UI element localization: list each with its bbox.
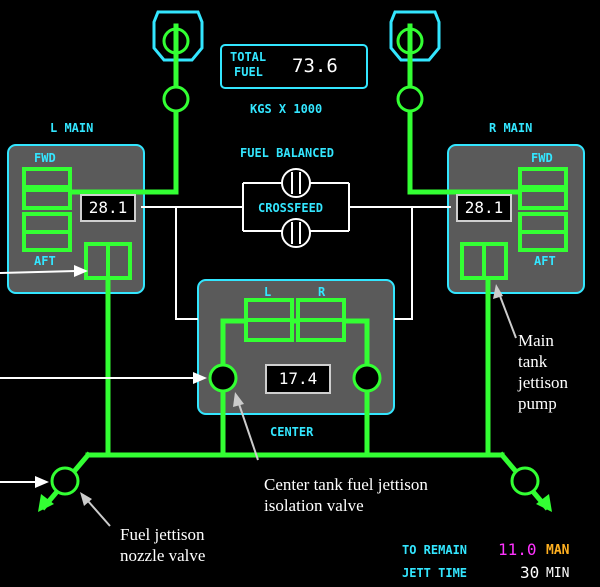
jett-time-unit: MIN — [546, 566, 570, 581]
units-label: KGS X 1000 — [250, 102, 323, 116]
crossfeed-valve-lower-icon[interactable] — [281, 218, 311, 248]
left-fwd-pump-2[interactable] — [22, 188, 72, 210]
jett-time-label: JETT TIME — [402, 566, 468, 580]
annotation-pointers — [0, 265, 517, 527]
left-aft-pump-2[interactable] — [22, 230, 72, 252]
crossfeed-label: CROSSFEED — [258, 201, 324, 215]
center-quantity: 17.4 — [265, 364, 331, 394]
right-nozzle-valve-icon[interactable] — [510, 466, 540, 496]
center-valve-annotation: Center tank fuel jettison isolation valv… — [264, 475, 428, 515]
right-engine-icon — [389, 10, 441, 62]
center-left-isolation-valve-icon[interactable] — [208, 363, 238, 393]
right-fwd-pump-2[interactable] — [518, 188, 568, 210]
crossfeed-label-bg — [250, 198, 342, 218]
left-engine-valve-upper-icon[interactable] — [162, 27, 190, 55]
fuel-status-label: FUEL BALANCED — [240, 146, 334, 160]
right-aft-pump-1[interactable] — [518, 212, 568, 234]
right-fwd-pump-1[interactable] — [518, 167, 568, 189]
left-fwd-label: FWD — [34, 151, 56, 165]
main-pump-annotation: Main tank jettison pump — [518, 331, 569, 413]
nozzle-valve-annotation: Fuel jettison nozzle valve — [120, 525, 206, 565]
center-title: CENTER — [270, 425, 314, 439]
right-engine-valve-upper-icon[interactable] — [396, 27, 424, 55]
right-aft-pump-2[interactable] — [518, 230, 568, 252]
to-remain-value: 11.0 — [498, 540, 537, 559]
left-main-title: L MAIN — [50, 121, 94, 135]
right-fwd-label: FWD — [531, 151, 553, 165]
left-fwd-pump-1[interactable] — [22, 167, 72, 189]
total-fuel-box — [220, 44, 368, 89]
left-nozzle-valve-icon[interactable] — [50, 466, 80, 496]
jett-time-value: 30 — [520, 563, 540, 582]
left-main-jettison-pump[interactable] — [84, 242, 132, 280]
right-main-quantity: 28.1 — [456, 194, 512, 222]
left-engine-valve-lower-icon[interactable] — [162, 85, 190, 113]
right-engine-valve-lower-icon[interactable] — [396, 85, 424, 113]
total-fuel-label-2: FUEL — [234, 65, 263, 79]
right-main-jettison-pump[interactable] — [460, 242, 508, 280]
to-remain-mode: MAN — [546, 543, 570, 558]
left-aft-pump-1[interactable] — [22, 212, 72, 234]
center-pump-l-label: L — [264, 285, 272, 299]
center-right-isolation-valve-icon[interactable] — [352, 363, 382, 393]
total-fuel-label-1: TOTAL — [230, 50, 267, 64]
right-main-title: R MAIN — [489, 121, 533, 135]
total-fuel-value: 73.6 — [292, 55, 338, 77]
to-remain-label: TO REMAIN — [402, 543, 468, 557]
nozzle-arrow-icon — [38, 494, 552, 512]
crossfeed-valve-upper-icon[interactable] — [281, 168, 311, 198]
right-aft-label: AFT — [534, 254, 556, 268]
left-aft-label: AFT — [34, 254, 56, 268]
center-pump-r-label: R — [318, 285, 326, 299]
left-main-quantity: 28.1 — [80, 194, 136, 222]
